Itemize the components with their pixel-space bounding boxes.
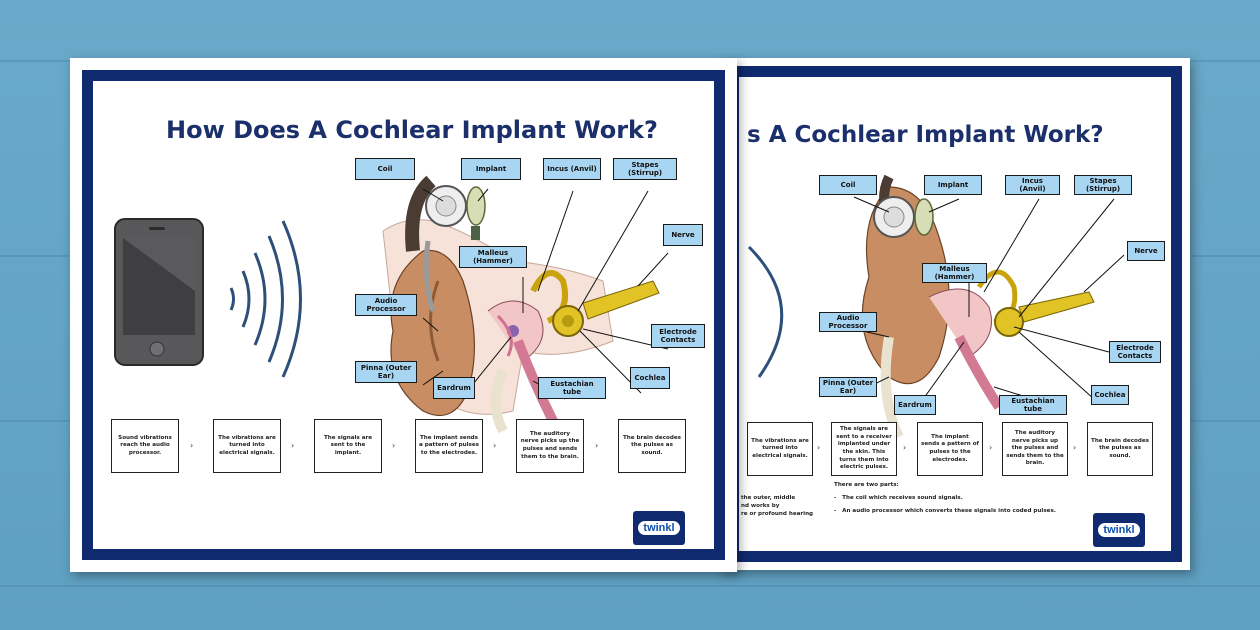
label-eustachian: Eustachian tube <box>999 395 1067 415</box>
twinkl-logo: twinkl <box>633 511 685 545</box>
label-stapes: Stapes (Stirrup) <box>613 158 677 180</box>
step-box: The signals are sent to a receiver impla… <box>831 422 897 476</box>
note-list: There are two parts: - The coil which re… <box>834 482 1094 515</box>
arrow-icon: › <box>493 441 497 450</box>
step-box: Sound vibrations reach the audio process… <box>111 419 179 473</box>
step-box: The auditory nerve picks up the pulses a… <box>516 419 584 473</box>
arrow-icon: › <box>1073 443 1077 452</box>
label-cochlea: Cochlea <box>1091 385 1129 405</box>
arrow-icon: › <box>817 443 821 452</box>
label-malleus: Malleus (Hammer) <box>922 263 987 283</box>
label-audio-processor: Audio Processor <box>819 312 877 332</box>
label-eardrum: Eardrum <box>433 377 475 399</box>
poster-back-frame: s A Cochlear Implant Work? <box>728 66 1182 562</box>
twinkl-logo: twinkl <box>1093 513 1145 547</box>
ear-anatomy-illustration <box>382 175 660 434</box>
poster-title: How Does A Cochlear Implant Work? <box>166 116 658 144</box>
note-partial: the outer, middle nd works by re or prof… <box>741 495 814 517</box>
step-box: The vibrations are turned into electrica… <box>213 419 281 473</box>
label-eardrum: Eardrum <box>894 395 936 415</box>
phone-icon <box>114 218 204 366</box>
poster-front: How Does A Cochlear Implant Work? <box>70 58 737 572</box>
note-bullet: The coil which receives sound signals. <box>842 494 963 501</box>
ear-diagram-back <box>747 174 1125 440</box>
arrow-icon: › <box>989 443 993 452</box>
step-box: The brain decodes the pulses as sound. <box>1087 422 1153 476</box>
step-box: The auditory nerve picks up the pulses a… <box>1002 422 1068 476</box>
step-box: The implant sends a pattern of pulses to… <box>917 422 983 476</box>
arrow-icon: › <box>291 441 295 450</box>
label-nerve: Nerve <box>663 224 703 246</box>
label-eustachian: Eustachian tube <box>538 377 606 399</box>
label-electrode: Electrode Contacts <box>1109 341 1161 363</box>
label-incus: Incus (Anvil) <box>543 158 601 180</box>
label-implant: Implant <box>924 175 982 195</box>
label-coil: Coil <box>355 158 415 180</box>
wood-plank <box>0 585 1260 587</box>
note-bullet: An audio processor which converts these … <box>842 507 1056 514</box>
arrow-icon: › <box>903 443 907 452</box>
arrow-icon: › <box>595 441 599 450</box>
note-heading: There are two parts: <box>834 482 899 488</box>
label-implant: Implant <box>461 158 521 180</box>
label-nerve: Nerve <box>1127 241 1165 261</box>
label-electrode: Electrode Contacts <box>651 324 705 348</box>
arrow-icon: › <box>190 441 194 450</box>
label-stapes: Stapes (Stirrup) <box>1074 175 1132 195</box>
step-box: The brain decodes the pulses as sound. <box>618 419 686 473</box>
label-pinna: Pinna (Outer Ear) <box>355 361 417 383</box>
step-box: The signals are sent to the implant. <box>314 419 382 473</box>
label-cochlea: Cochlea <box>630 367 670 389</box>
label-incus: Incus (Anvil) <box>1005 175 1060 195</box>
step-box: The implant sends a pattern of pulses to… <box>415 419 483 473</box>
ear-diagram <box>114 175 669 434</box>
arrow-icon: › <box>392 441 396 450</box>
label-pinna: Pinna (Outer Ear) <box>819 377 877 397</box>
sound-waves-icon <box>229 220 302 378</box>
poster-back-title: s A Cochlear Implant Work? <box>747 122 1104 148</box>
label-coil: Coil <box>819 175 877 195</box>
poster-back: s A Cochlear Implant Work? <box>720 58 1190 570</box>
step-box: The vibrations are turned into electrica… <box>747 422 813 476</box>
label-audio-processor: Audio Processor <box>355 294 417 316</box>
label-malleus: Malleus (Hammer) <box>459 246 527 268</box>
poster-front-frame: How Does A Cochlear Implant Work? <box>82 70 725 560</box>
